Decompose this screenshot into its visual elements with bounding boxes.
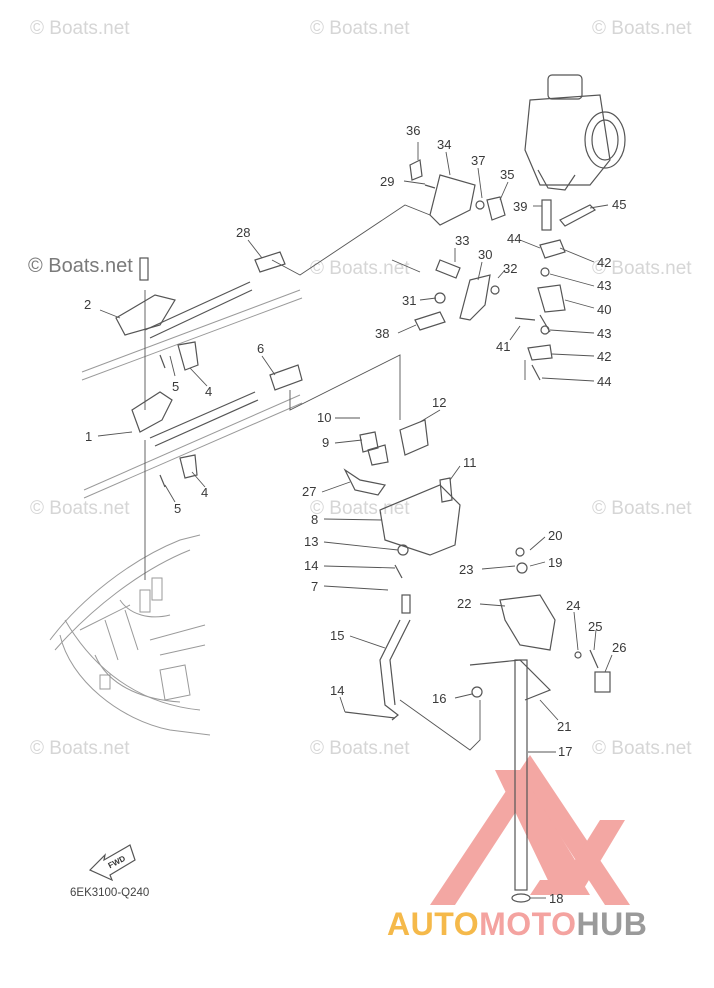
callout-18: 18 [549, 891, 563, 906]
watermark: © Boats.net [30, 18, 130, 39]
diagram-code: 6EK3100-Q240 [70, 887, 150, 899]
callout-27: 27 [302, 484, 316, 499]
logo-part-auto: AUTO [387, 906, 480, 942]
callout-39: 39 [513, 199, 527, 214]
watermark: © Boats.net [310, 18, 410, 39]
callout-26: 26 [612, 640, 626, 655]
callout-40: 40 [597, 302, 611, 317]
logo-triangle-mark [430, 755, 630, 905]
assembly-guide-lines [144, 204, 526, 751]
callout-5b: 5 [174, 501, 181, 516]
callout-31: 31 [402, 293, 416, 308]
watermark: © Boats.net [310, 258, 410, 279]
watermark-dark: © Boats.net [28, 255, 133, 277]
callout-45: 45 [612, 197, 626, 212]
watermark: © Boats.net [30, 738, 130, 759]
callout-6: 6 [257, 341, 264, 356]
callout-12: 12 [432, 395, 446, 410]
callout-43b: 43 [597, 326, 611, 341]
callout-35: 35 [500, 167, 514, 182]
callout-5a: 5 [172, 379, 179, 394]
throttle-body [524, 74, 626, 191]
callout-44b: 44 [597, 374, 611, 389]
callout-11: 11 [463, 455, 477, 470]
callout-44a: 44 [507, 231, 521, 246]
fwd-arrow-icon: FWD [88, 844, 136, 882]
callout-33: 33 [455, 233, 469, 248]
callout-7: 7 [311, 579, 318, 594]
callout-29: 29 [380, 174, 394, 189]
callout-37: 37 [471, 153, 485, 168]
callout-30: 30 [478, 247, 492, 262]
callout-38: 38 [375, 326, 389, 341]
callout-21: 21 [557, 719, 571, 734]
callout-36: 36 [406, 123, 420, 138]
watermark: © Boats.net [310, 738, 410, 759]
callout-1: 1 [85, 429, 92, 444]
callout-13: 13 [304, 534, 318, 549]
watermark: © Boats.net [592, 258, 692, 279]
watermark: © Boats.net [592, 18, 692, 39]
automotohub-logo: AUTOMOTOHUB [387, 906, 647, 943]
callout-9: 9 [322, 435, 329, 450]
callout-22: 22 [457, 596, 471, 611]
watermark: © Boats.net [592, 498, 692, 519]
callout-labels: 36 34 37 35 29 39 45 28 33 44 42 30 32 4… [84, 123, 626, 906]
watermark: © Boats.net [592, 738, 692, 759]
watermark: © Boats.net [310, 498, 410, 519]
callout-20: 20 [548, 528, 562, 543]
callout-14a: 14 [304, 558, 318, 573]
callout-34: 34 [437, 137, 451, 152]
callout-41: 41 [496, 339, 510, 354]
callout-2: 2 [84, 297, 91, 312]
callout-8: 8 [311, 512, 318, 527]
callout-14b: 14 [330, 683, 344, 698]
linkage-parts [115, 159, 611, 903]
callout-19: 19 [548, 555, 562, 570]
engine-outline [49, 534, 211, 736]
callout-42b: 42 [597, 349, 611, 364]
callout-28: 28 [236, 225, 250, 240]
logo-part-moto: MOTO [479, 906, 577, 942]
watermark: © Boats.net [30, 498, 130, 519]
callout-24: 24 [566, 598, 580, 613]
callout-10: 10 [317, 410, 331, 425]
logo-part-hub: HUB [576, 906, 648, 942]
callout-17: 17 [558, 744, 572, 759]
callout-4b: 4 [201, 485, 208, 500]
callout-16: 16 [432, 691, 446, 706]
callout-43a: 43 [597, 278, 611, 293]
callout-23: 23 [459, 562, 473, 577]
callout-32: 32 [503, 261, 517, 276]
throttle-cable-lines [81, 281, 303, 499]
callout-4a: 4 [205, 384, 212, 399]
callout-25: 25 [588, 619, 602, 634]
callout-15: 15 [330, 628, 344, 643]
callout-42a: 42 [597, 255, 611, 270]
callout-leaders [97, 142, 613, 899]
